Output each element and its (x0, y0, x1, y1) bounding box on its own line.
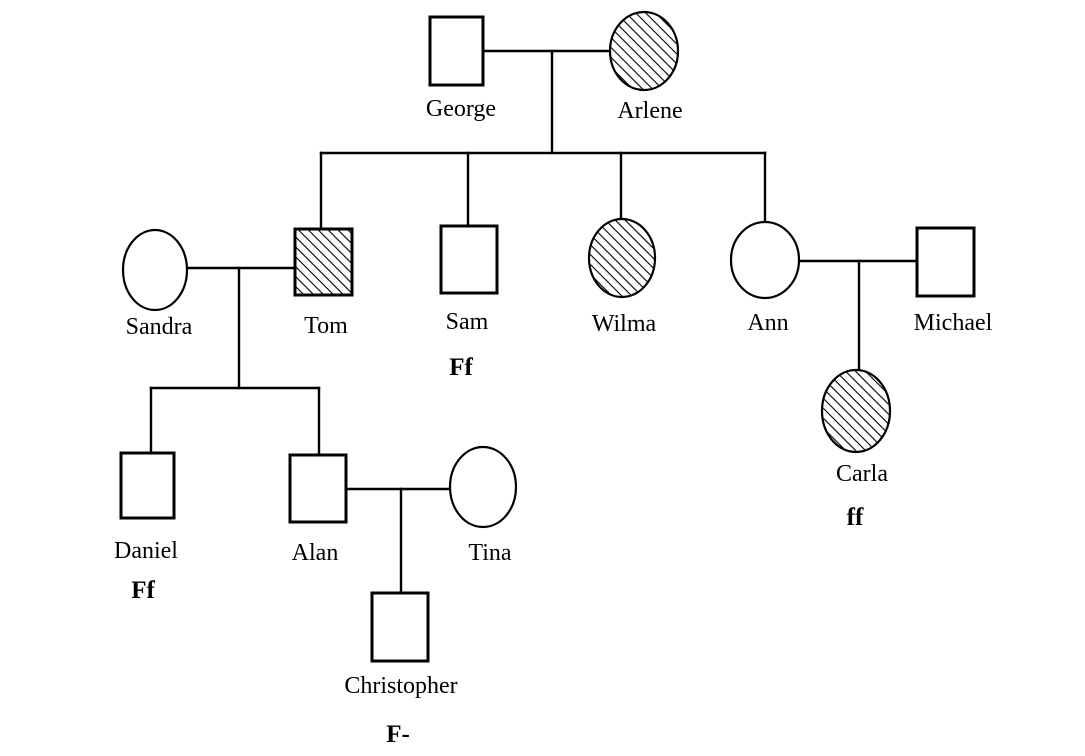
person-michael-name-label: Michael (914, 310, 993, 336)
person-tom-affected-male-symbol (293, 227, 354, 297)
person-sam-name-label: Sam (446, 309, 489, 335)
person-daniel-genotype-label: Ff (131, 577, 155, 604)
person-christopher-name-label: Christopher (344, 673, 457, 699)
person-carla-genotype-label: ff (847, 504, 864, 531)
person-tina-name-label: Tina (468, 540, 511, 566)
person-daniel-name-label: Daniel (114, 538, 178, 564)
person-sandra-name-label: Sandra (126, 314, 193, 340)
person-wilma-affected-female-symbol (587, 217, 657, 299)
person-daniel-male-symbol (119, 451, 176, 520)
person-sam-genotype-label: Ff (449, 354, 473, 381)
person-christopher-male-symbol (370, 591, 430, 663)
person-ann-name-label: Ann (747, 310, 788, 336)
person-sam-male-symbol (439, 224, 499, 295)
person-michael-male-symbol (915, 226, 976, 298)
person-tina-female-symbol (448, 445, 518, 529)
person-ann-female-symbol (729, 220, 801, 300)
person-alan-male-symbol (288, 453, 348, 524)
person-carla-affected-female-symbol (820, 368, 892, 454)
person-george-name-label: George (426, 96, 496, 122)
person-sandra-female-symbol (121, 228, 189, 312)
person-arlene-affected-female-symbol (608, 10, 680, 92)
person-tom-name-label: Tom (304, 313, 348, 339)
person-christopher-genotype-label: F- (386, 721, 410, 748)
person-george-male-symbol (428, 15, 485, 87)
person-wilma-name-label: Wilma (592, 311, 657, 337)
person-arlene-name-label: Arlene (617, 98, 682, 124)
person-alan-name-label: Alan (292, 540, 339, 566)
person-carla-name-label: Carla (836, 461, 888, 487)
